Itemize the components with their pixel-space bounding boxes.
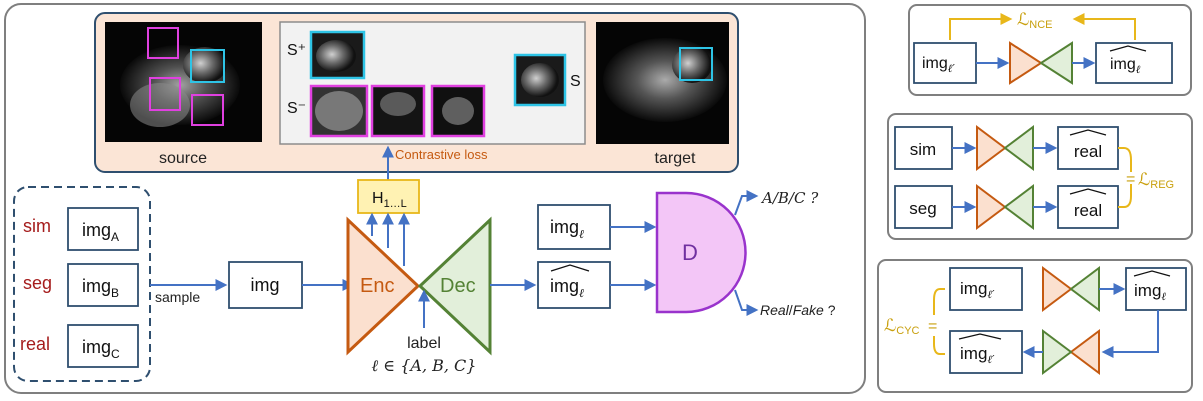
label-text: label <box>407 335 441 352</box>
patch-box-cyan <box>679 47 713 81</box>
cyc-loss-label: ℒCYC <box>884 316 920 337</box>
reg-bottom-in-label: seg <box>909 199 936 218</box>
reg-top-in-box <box>894 126 953 170</box>
img-b-label: imgB <box>82 276 119 300</box>
nce-loss-label: ℒNCE <box>1017 10 1052 31</box>
discriminator <box>655 191 747 314</box>
cyc-bracket <box>933 288 945 315</box>
patch-box-magenta <box>191 94 224 126</box>
reg-loss-label: ℒREG <box>1138 170 1174 191</box>
reg-bottom-out-box <box>1057 185 1119 229</box>
cyc-top-left-label: imgℓ′ <box>960 279 995 301</box>
domain-seg: seg <box>23 273 52 293</box>
realfake-output-label: Real/Fake ? <box>760 302 836 318</box>
hat-mark <box>1109 45 1147 52</box>
h-label: H1…L <box>372 190 407 210</box>
domain-sim: sim <box>23 216 51 236</box>
nce-left-img-label: imgℓ′ <box>922 55 955 75</box>
nce-left-img-box <box>913 42 977 84</box>
contrastive-loss-label: Contrastive loss <box>395 147 488 162</box>
reg-top-out-label: real <box>1074 142 1102 161</box>
domain-real: real <box>20 334 50 354</box>
reg-bottom-encoder <box>976 184 1007 230</box>
nce-encoder <box>1009 41 1043 85</box>
nce-right-img-box <box>1095 42 1173 84</box>
img-hat-ell-box <box>537 261 611 309</box>
cyc-bottom-encoder <box>1069 329 1100 375</box>
nce-loss-arrow <box>949 13 1013 40</box>
patch-box-cyan <box>190 49 225 83</box>
img-box-label: img <box>250 275 279 295</box>
reg-eq: = <box>1126 171 1135 188</box>
target-image <box>596 22 729 144</box>
cyc-return-arrow <box>1101 310 1159 358</box>
source-image <box>105 22 262 142</box>
reg-top-encoder <box>976 125 1007 171</box>
reg-top-out-box <box>1057 126 1119 170</box>
discriminator-label: D <box>682 240 698 265</box>
nce-loss-arrow <box>1072 13 1136 40</box>
input-box-a <box>67 207 139 251</box>
hat-mark <box>1133 270 1171 277</box>
decoder-label: Dec <box>440 275 476 297</box>
cyc-bottom-left-label: imgℓ′ <box>960 344 995 366</box>
patch-box-magenta <box>149 77 181 111</box>
input-box-b <box>67 263 139 307</box>
sample-label: sample <box>155 289 200 305</box>
cyc-bracket <box>933 336 945 355</box>
cyc-top-right-label: imgℓ <box>1134 281 1166 303</box>
img-a-label: imgA <box>82 220 119 244</box>
hat-mark <box>550 264 590 272</box>
img-ell-label: imgℓ <box>550 217 584 241</box>
patch-box-magenta <box>147 27 179 59</box>
query-patch <box>513 53 567 107</box>
reg-top-in-label: sim <box>910 140 936 159</box>
reg-bracket <box>1118 184 1132 208</box>
img-c-label: imgC <box>82 337 120 361</box>
abc-output-label: A/B/C ? <box>760 189 819 207</box>
cyc-top-encoder <box>1042 266 1073 312</box>
img-ell-box <box>537 204 611 250</box>
nce-right-img-label: imgℓ <box>1110 56 1141 76</box>
reg-bracket <box>1118 147 1132 172</box>
target-label: target <box>655 150 696 167</box>
hat-mark <box>1069 188 1107 195</box>
encoder <box>346 216 421 356</box>
encoder-label: Enc <box>360 275 394 297</box>
negative-patch <box>309 84 369 138</box>
cyc-eq: = <box>928 318 937 335</box>
realfake-output-arrow <box>734 289 759 316</box>
ell-set: ℓ ∈ {A, B, C} <box>372 356 477 375</box>
img-hat-ell-label: imgℓ <box>550 276 584 300</box>
negative-patch <box>430 84 486 138</box>
input-box-c <box>67 324 139 368</box>
hat-mark <box>958 333 1002 340</box>
negative-patch <box>370 84 426 138</box>
reg-bottom-out-label: real <box>1074 201 1102 220</box>
source-label: source <box>159 150 207 167</box>
s-plus-label: S⁺ <box>287 42 306 59</box>
s-label: S <box>570 73 581 90</box>
hat-mark <box>1069 129 1107 136</box>
cyc-top-left-box <box>949 267 1023 311</box>
s-minus-label: S⁻ <box>287 100 306 117</box>
positive-patch <box>309 30 366 80</box>
abc-output-arrow <box>734 190 759 216</box>
